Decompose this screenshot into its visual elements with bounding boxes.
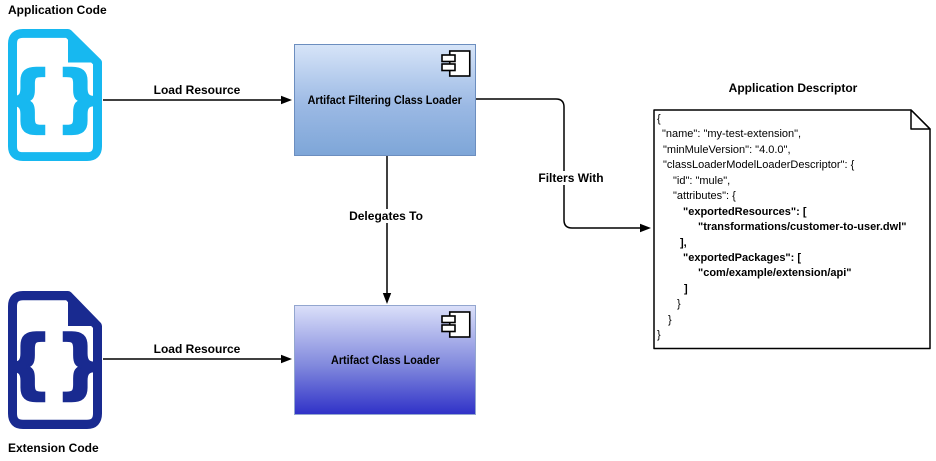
json-line: { — [657, 113, 661, 125]
code-file-icon: {} — [8, 291, 102, 429]
json-line: ] — [684, 282, 688, 295]
application-code-label: Application Code — [8, 3, 107, 17]
json-line: "transformations/customer-to-user.dwl" — [698, 221, 907, 234]
extension-code-label: Extension Code — [8, 441, 99, 455]
json-line: "id": "mule", — [673, 174, 731, 187]
artifact-filtering-class-loader-node: Artifact Filtering Class Loader — [294, 44, 476, 156]
json-line: "minMuleVersion": "4.0.0", — [663, 143, 791, 156]
json-line: "attributes": { — [673, 190, 736, 203]
node-title: Artifact Class Loader — [330, 353, 440, 367]
code-file-icon: {} — [8, 29, 102, 161]
delegates-to-label: Delegates To — [346, 209, 426, 223]
json-line: "exportedResources": [ — [683, 205, 807, 218]
braces-glyph: {} — [8, 321, 102, 407]
uml-component-icon — [441, 311, 471, 338]
json-line: ], — [680, 236, 687, 249]
application-descriptor-label: Application Descriptor — [728, 81, 858, 95]
json-line: } — [668, 313, 672, 326]
uml-component-icon — [441, 50, 471, 77]
json-line: "com/example/extension/api" — [698, 267, 852, 280]
application-descriptor-json: { "name": "my-test-extension", "minMuleV… — [654, 110, 932, 349]
json-line: } — [677, 298, 681, 311]
braces-glyph: {} — [8, 57, 102, 139]
json-line: } — [657, 329, 661, 342]
json-line: "exportedPackages": [ — [683, 251, 802, 264]
json-line: "classLoaderModelLoaderDescriptor": { — [663, 159, 855, 172]
node-title: Artifact Filtering Class Loader — [307, 93, 463, 107]
edge-load-resource-bottom — [103, 354, 292, 364]
load-resource-top-label: Load Resource — [150, 83, 244, 97]
load-resource-bottom-label: Load Resource — [150, 342, 244, 356]
edge-load-resource-top — [103, 95, 292, 105]
json-line: "name": "my-test-extension", — [662, 128, 802, 141]
artifact-class-loader-node: Artifact Class Loader — [294, 305, 476, 415]
filters-with-label: Filters With — [535, 171, 607, 185]
edge-delegates-to — [382, 156, 392, 304]
edge-filters-with — [476, 98, 651, 233]
